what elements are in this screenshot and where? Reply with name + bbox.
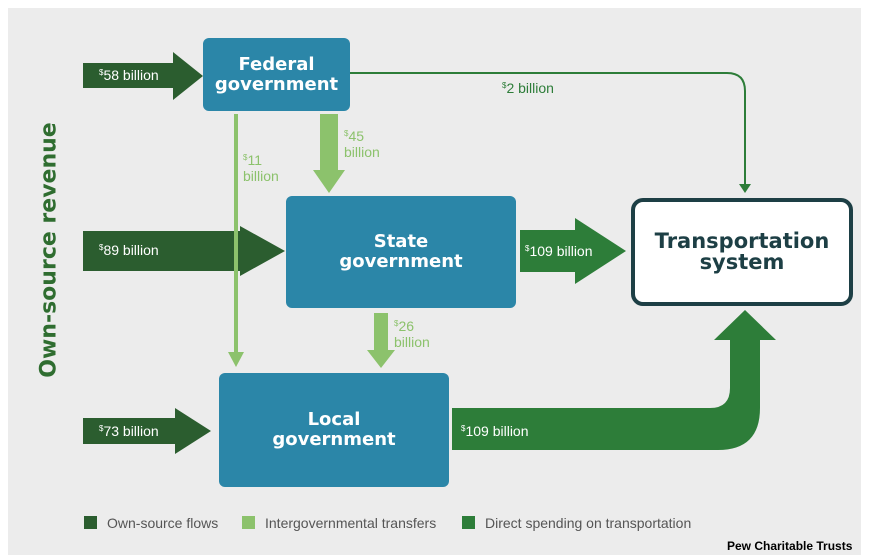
federal-own-source-label: $58 billion	[99, 67, 159, 83]
local-to-transport-arrow	[452, 310, 776, 450]
local-government-node: Local government	[219, 373, 449, 487]
source-credit: Pew Charitable Trusts	[727, 539, 853, 553]
state-to-transport-arrow	[520, 218, 626, 284]
legend-own-source: Own-source flows	[84, 514, 219, 531]
state-own-source-label: $89 billion	[99, 242, 159, 258]
legend-direct-spending-text: Direct spending on transportation	[485, 514, 692, 531]
legend-own-source-swatch	[84, 516, 97, 529]
federal-to-state-arrow	[313, 114, 345, 193]
state-node-label-line1: State	[373, 231, 429, 252]
federal-node-label-line2: government	[214, 73, 339, 95]
legend-own-source-text: Own-source flows	[107, 514, 219, 531]
transport-node-label-line2: system	[699, 250, 785, 274]
state-to-local-arrow	[367, 313, 395, 368]
legend-direct-spending-swatch	[462, 516, 475, 529]
federal-to-transport-arrowhead	[739, 184, 751, 193]
federal-to-transport-label: $2 billion	[502, 80, 554, 96]
state-government-node: State government	[286, 196, 516, 308]
local-node-label-line2: government	[272, 429, 396, 450]
state-node-label-line2: government	[339, 251, 463, 272]
federal-government-node: Federal government	[203, 38, 350, 111]
federal-to-local-arrowhead	[228, 352, 244, 367]
local-own-source-label: $73 billion	[99, 423, 159, 439]
federal-node-label-line1: Federal	[238, 53, 315, 75]
legend-intergovernmental-text: Intergovernmental transfers	[265, 514, 437, 531]
federal-own-source-arrow	[83, 52, 203, 100]
own-source-revenue-axis-label: Own-source revenue	[36, 122, 62, 378]
legend-intergovernmental-swatch	[242, 516, 255, 529]
state-to-transport-label: $109 billion	[525, 243, 593, 259]
legend-direct-spending: Direct spending on transportation	[462, 514, 692, 531]
local-own-source-arrow	[83, 408, 211, 454]
transportation-system-node: Transportation system	[631, 198, 853, 306]
local-node-label-line1: Local	[307, 409, 361, 430]
local-to-transport-label: $109 billion	[461, 423, 529, 439]
transport-node-label-line1: Transportation	[654, 229, 830, 253]
federal-to-transport-line	[350, 72, 746, 186]
legend-intergovernmental: Intergovernmental transfers	[242, 514, 437, 531]
